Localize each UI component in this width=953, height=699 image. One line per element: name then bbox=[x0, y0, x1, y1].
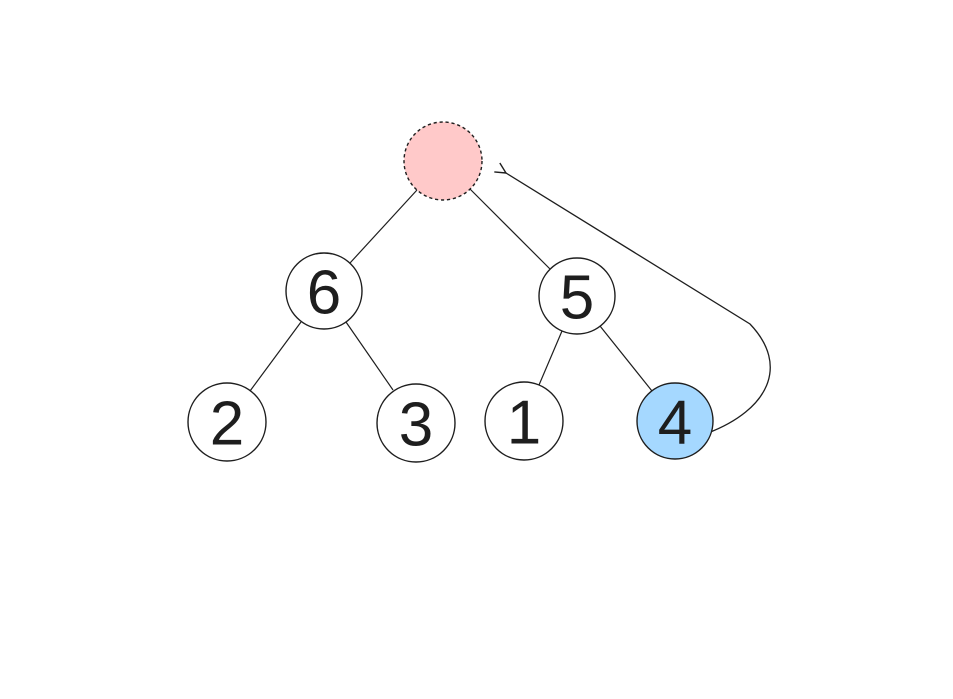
tree-node-2: 2 bbox=[187, 382, 267, 462]
edge-root-5 bbox=[469, 188, 551, 270]
edge-root-6 bbox=[349, 189, 418, 264]
tree-node-4: 4 bbox=[636, 382, 714, 460]
node-1-circle bbox=[484, 381, 564, 461]
node-3-circle bbox=[376, 383, 456, 463]
edge-5-4 bbox=[599, 325, 653, 392]
node-2-circle bbox=[187, 382, 267, 462]
tree-node-6: 6 bbox=[285, 252, 363, 330]
tree-node-1: 1 bbox=[484, 381, 564, 461]
tree-edges bbox=[249, 188, 653, 392]
node-6-label: 6 bbox=[307, 258, 341, 327]
node-2-label: 2 bbox=[210, 389, 244, 458]
edge-6-2 bbox=[249, 321, 302, 392]
tree-node-5: 5 bbox=[538, 257, 616, 335]
node-4-label: 4 bbox=[658, 388, 692, 457]
node-3-label: 3 bbox=[399, 390, 433, 459]
node-5-label: 5 bbox=[560, 263, 594, 332]
tree-node-3: 3 bbox=[376, 383, 456, 463]
tree-node-root bbox=[403, 121, 483, 201]
edge-5-1 bbox=[538, 330, 563, 386]
node-1-label: 1 bbox=[507, 388, 541, 457]
node-root-circle bbox=[403, 121, 483, 201]
edge-6-3 bbox=[345, 321, 394, 391]
node-4-circle bbox=[636, 382, 714, 460]
arrow-4-to-root bbox=[494, 162, 771, 434]
node-5-circle bbox=[538, 257, 616, 335]
node-6-circle bbox=[285, 252, 363, 330]
